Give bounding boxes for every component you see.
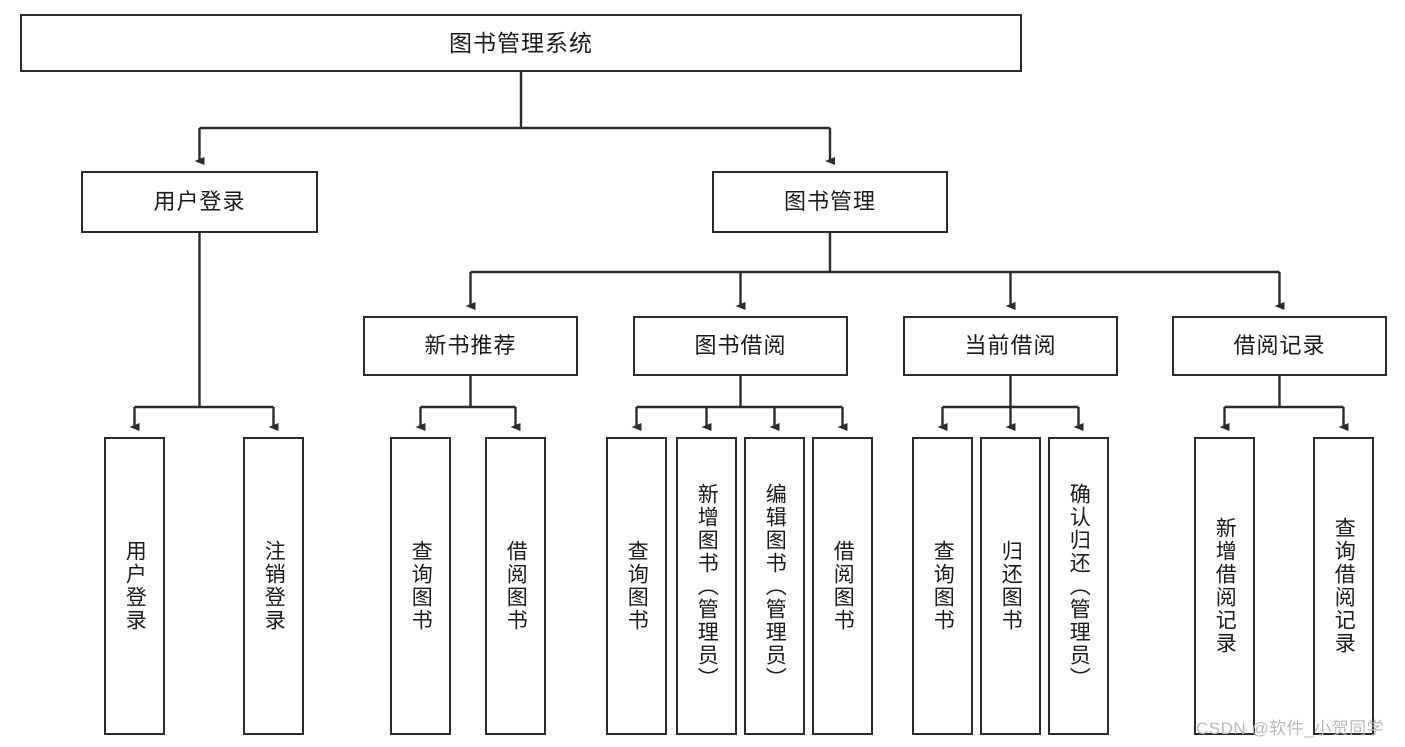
node-label: 当前借阅 — [964, 333, 1057, 359]
node-label: 图书管理 — [783, 189, 876, 215]
node-c_return[interactable]: 归还图书 — [980, 437, 1041, 735]
node-c_query[interactable]: 查询图书 — [912, 437, 973, 735]
node-label: 编辑图书（管理员） — [763, 482, 787, 690]
node-label: 查询图书 — [625, 540, 649, 632]
node-label: 用户登录 — [153, 189, 246, 215]
node-label: 查询图书 — [931, 540, 955, 632]
node-label: 图书借阅 — [694, 333, 787, 359]
node-r_query[interactable]: 查询借阅记录 — [1313, 437, 1374, 735]
node-current[interactable]: 当前借阅 — [903, 316, 1118, 376]
node-b_add[interactable]: 新增图书（管理员） — [676, 437, 737, 735]
node-label: 图书管理系统 — [449, 29, 593, 56]
node-label: 新增借阅记录 — [1213, 517, 1237, 655]
node-n_borrow[interactable]: 借阅图书 — [485, 437, 546, 735]
node-n_query[interactable]: 查询图书 — [390, 437, 451, 735]
node-l_logout[interactable]: 注销登录 — [243, 437, 304, 735]
node-l_login[interactable]: 用户登录 — [104, 437, 165, 735]
node-label: 借阅图书 — [504, 540, 528, 632]
node-label: 确认归还（管理员） — [1067, 482, 1091, 690]
node-r_add[interactable]: 新增借阅记录 — [1194, 437, 1255, 735]
node-login[interactable]: 用户登录 — [81, 171, 318, 233]
node-b_query[interactable]: 查询图书 — [606, 437, 667, 735]
node-label: 借阅图书 — [831, 540, 855, 632]
node-label: 查询图书 — [409, 540, 433, 632]
node-b_lend[interactable]: 借阅图书 — [812, 437, 873, 735]
node-label: 归还图书 — [999, 540, 1023, 632]
watermark-text: CSDN @软件_小贺同学 — [1196, 719, 1385, 738]
node-label: 用户登录 — [123, 540, 147, 632]
node-records[interactable]: 借阅记录 — [1172, 316, 1387, 376]
node-label: 查询借阅记录 — [1332, 517, 1356, 655]
node-label: 新增图书（管理员） — [695, 482, 719, 690]
node-c_confirm[interactable]: 确认归还（管理员） — [1048, 437, 1109, 735]
node-label: 注销登录 — [262, 540, 286, 632]
node-borrow[interactable]: 图书借阅 — [633, 316, 848, 376]
node-bookmgmt[interactable]: 图书管理 — [712, 171, 948, 233]
node-label: 新书推荐 — [424, 333, 517, 359]
node-newbook[interactable]: 新书推荐 — [363, 316, 578, 376]
node-b_edit[interactable]: 编辑图书（管理员） — [744, 437, 805, 735]
node-label: 借阅记录 — [1233, 333, 1326, 359]
node-root[interactable]: 图书管理系统 — [20, 14, 1022, 72]
